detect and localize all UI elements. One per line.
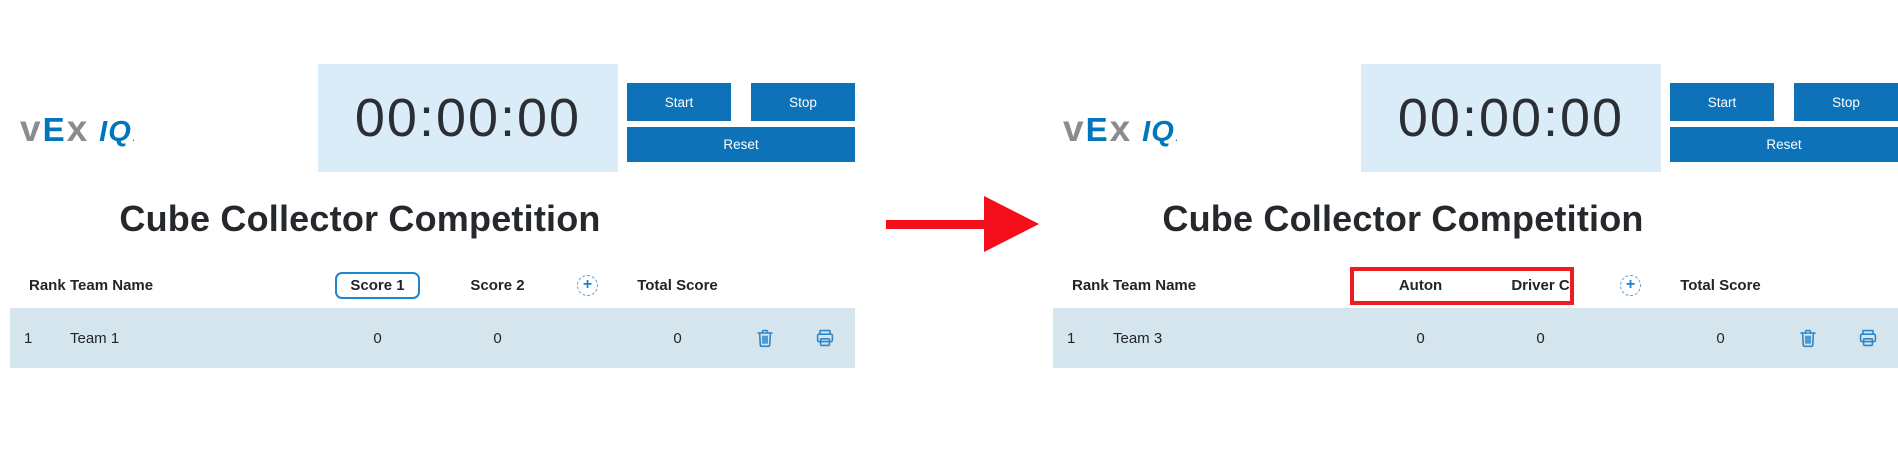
page-title: Cube Collector Competition	[1162, 198, 1644, 239]
cell-rank: 1	[1067, 329, 1076, 347]
header-score1-edit-box[interactable]: Score 1	[335, 271, 420, 299]
header-team-name: Team Name	[1113, 276, 1197, 294]
header-score2[interactable]: Score 2	[470, 276, 525, 294]
header-team-name: Team Name	[70, 276, 154, 294]
table-row: 1 Team 3 0 0 0	[1053, 308, 1898, 368]
cell-score1[interactable]: 0	[373, 329, 382, 347]
page-title: Cube Collector Competition	[119, 198, 601, 239]
timer-controls: Start Stop Reset	[627, 83, 855, 162]
logo-iq: IQ	[99, 116, 132, 148]
header-rank: Rank	[29, 276, 66, 294]
table-header: Rank Team Name Auton Driver C + Total Sc…	[1058, 266, 1898, 305]
header-total-score: Total Score	[1680, 276, 1761, 294]
stop-button[interactable]: Stop	[751, 83, 855, 121]
logo-trademark-dot: .	[1174, 130, 1179, 144]
trash-icon[interactable]	[753, 326, 777, 350]
logo-letter-e: E	[42, 111, 67, 148]
row-actions	[735, 326, 855, 350]
logo-letter-e: E	[1085, 111, 1110, 148]
cell-score2[interactable]: 0	[1536, 329, 1545, 347]
table-row: 1 Team 1 0 0 0	[10, 308, 855, 368]
cell-score1[interactable]: 0	[1416, 329, 1425, 347]
arrow-shaft	[886, 220, 988, 229]
reset-button[interactable]: Reset	[1670, 127, 1898, 162]
row-actions	[1778, 326, 1898, 350]
cell-total-score: 0	[673, 329, 682, 347]
arrow-head	[984, 196, 1039, 252]
header-score2[interactable]: Driver C	[1511, 276, 1570, 294]
cell-rank: 1	[24, 329, 33, 347]
red-arrow-icon	[884, 196, 1040, 252]
cell-team-name[interactable]: Team 1	[70, 329, 120, 347]
cell-score2[interactable]: 0	[493, 329, 502, 347]
logo-iq: IQ	[1142, 116, 1175, 148]
timer-controls: Start Stop Reset	[1670, 83, 1898, 162]
header-rank: Rank	[1072, 276, 1109, 294]
timer-display: 00:00:00	[1361, 64, 1661, 172]
trash-icon[interactable]	[1796, 326, 1820, 350]
logo-trademark-dot: .	[131, 130, 136, 144]
header-score1[interactable]: Auton	[1398, 276, 1443, 294]
header-total-score: Total Score	[637, 276, 718, 294]
printer-icon[interactable]	[1856, 326, 1880, 350]
stop-button[interactable]: Stop	[1794, 83, 1898, 121]
reset-button[interactable]: Reset	[627, 127, 855, 162]
printer-icon[interactable]	[813, 326, 837, 350]
logo-letter-v: v	[1063, 108, 1086, 149]
table-header: Rank Team Name Score 1 Score 2 + Total S…	[15, 266, 855, 304]
logo-letter-v: v	[20, 108, 43, 149]
add-column-icon[interactable]: +	[577, 274, 598, 296]
logo-letter-x: x	[66, 108, 90, 149]
start-button[interactable]: Start	[1670, 83, 1774, 121]
logo-letter-x: x	[1109, 108, 1133, 149]
timer-display: 00:00:00	[318, 64, 618, 172]
cell-team-name[interactable]: Team 3	[1113, 329, 1163, 347]
cell-total-score: 0	[1716, 329, 1725, 347]
start-button[interactable]: Start	[627, 83, 731, 121]
add-column-icon[interactable]: +	[1620, 274, 1641, 296]
